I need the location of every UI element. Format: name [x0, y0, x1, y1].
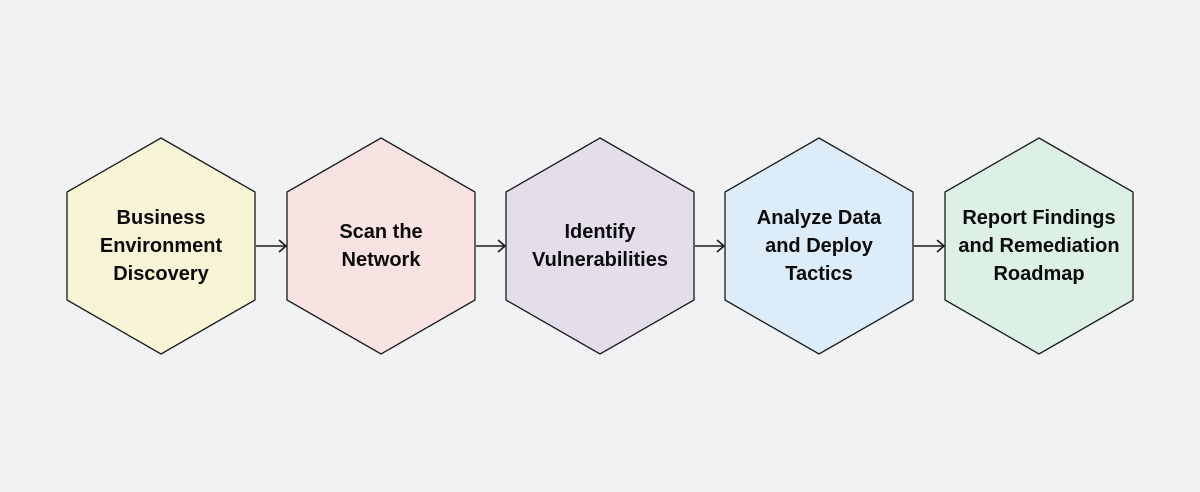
step-3-hexagon: [505, 137, 695, 355]
arrow-3-to-4: [695, 239, 726, 253]
step-1-hexagon: [66, 137, 256, 355]
arrow-1-to-2: [256, 239, 288, 253]
step-5-hexagon: [944, 137, 1134, 355]
step-4-hexagon: [724, 137, 914, 355]
arrow-4-to-5: [914, 239, 946, 253]
arrow-2-to-3: [476, 239, 507, 253]
step-2-hexagon: [286, 137, 476, 355]
